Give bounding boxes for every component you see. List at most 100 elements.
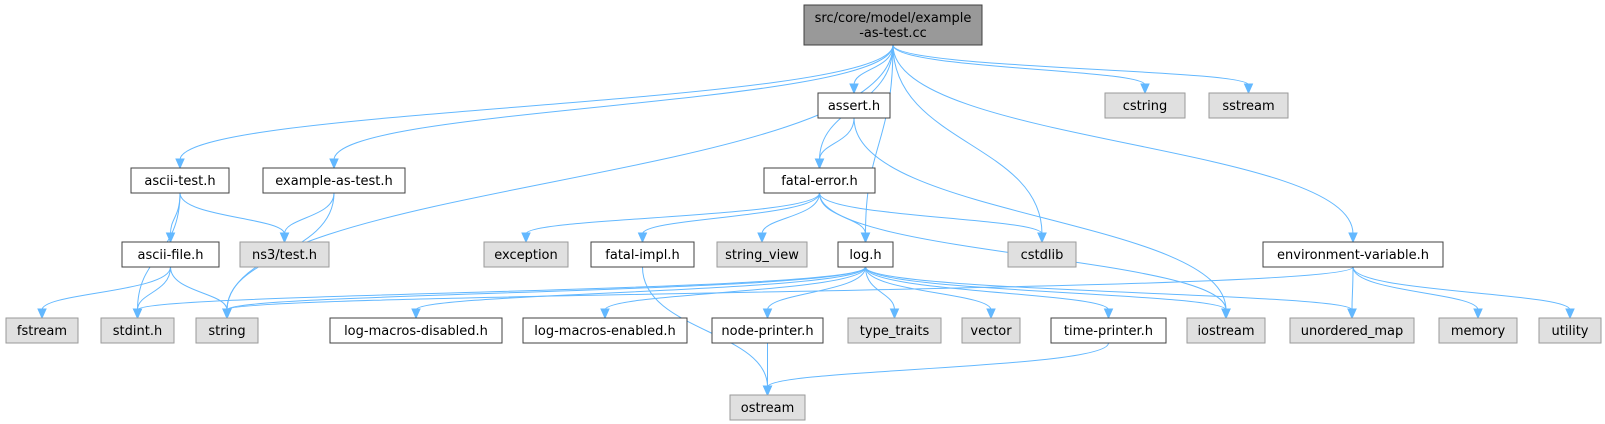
node-node-printer[interactable]: node-printer.h <box>711 317 824 344</box>
node-fatal-impl[interactable]: fatal-impl.h <box>590 241 695 268</box>
edge-fatal_error-to-log <box>819 192 866 235</box>
node-label: memory <box>1451 324 1506 339</box>
node-label: unordered_map <box>1301 324 1404 339</box>
arrowhead-assert-to-fatal_error <box>814 158 825 170</box>
node-box <box>590 241 695 268</box>
arrowhead-log-to-vector <box>986 308 996 320</box>
edge-log-to-log_macros_enabled <box>604 266 866 311</box>
node-label: iostream <box>1197 324 1254 339</box>
node-box <box>130 167 230 194</box>
edge-root-to-log <box>865 44 894 235</box>
edge-log-to-vector <box>865 266 992 311</box>
node-box <box>1262 241 1444 268</box>
node-fatal-error[interactable]: fatal-error.h <box>763 167 876 194</box>
node-box <box>1186 317 1266 344</box>
arrowhead-fatal_error-to-log <box>860 232 871 244</box>
node-ascii-file[interactable]: ascii-file.h <box>121 241 220 268</box>
edge-example_as_test_h-to-ns3_test <box>284 192 335 235</box>
node-box <box>522 317 688 344</box>
edge-root-to-sstream <box>892 44 1249 86</box>
node-label: assert.h <box>828 99 880 114</box>
node-cstring: cstring <box>1104 92 1186 119</box>
node-example-as-test-h[interactable]: example-as-test.h <box>262 167 406 194</box>
node-label: string <box>208 324 245 339</box>
edge-env_var-to-utility <box>1352 266 1571 311</box>
node-box <box>817 92 891 119</box>
node-label: time-printer.h <box>1064 324 1153 339</box>
edge-assert-to-fatal_error <box>819 117 855 161</box>
arrowhead-root-to-example_as_test_h <box>329 158 339 170</box>
edge-fatal_error-to-string_view <box>761 192 820 235</box>
node-label: vector <box>970 324 1012 339</box>
node-env-var[interactable]: environment-variable.h <box>1262 241 1444 268</box>
arrowhead-fatal_error-to-exception <box>521 232 531 244</box>
node-sstream: sstream <box>1208 92 1289 119</box>
node-log-macros-enabled[interactable]: log-macros-enabled.h <box>522 317 688 344</box>
node-box <box>121 241 220 268</box>
arrowhead-time_printer-to-ostream <box>762 385 773 397</box>
edge-log-to-node_printer <box>767 266 866 311</box>
node-label: log-macros-disabled.h <box>344 324 488 339</box>
node-log[interactable]: log.h <box>837 241 894 268</box>
node-label: -as-test.cc <box>859 26 927 41</box>
node-label: utility <box>1552 324 1589 339</box>
node-label: exception <box>494 248 558 263</box>
node-box <box>100 317 175 344</box>
arrowhead-ascii_test-to-ascii_file <box>165 232 176 244</box>
node-box <box>1289 317 1415 344</box>
edge-fatal_error-to-fatal_impl <box>642 192 820 235</box>
arrowhead-log-to-stdint <box>132 308 143 320</box>
node-box <box>837 241 894 268</box>
node-string-view: string_view <box>716 241 808 268</box>
edge-fatal_error-to-cstdlib <box>819 192 1043 235</box>
arrowhead-env_var-to-utility <box>1565 308 1575 320</box>
node-label: string_view <box>725 248 799 263</box>
edge-ascii_file-to-fstream <box>41 266 171 311</box>
node-box <box>239 241 330 268</box>
node-assert[interactable]: assert.h <box>817 92 891 119</box>
node-label: fatal-impl.h <box>605 248 679 263</box>
node-box <box>711 317 824 344</box>
edge-root-to-cstdlib <box>892 44 1043 235</box>
edge-root-to-ascii_test <box>179 44 894 161</box>
node-box <box>1050 317 1167 344</box>
edge-log-to-stdint <box>137 266 866 311</box>
edge-root-to-env_var <box>892 44 1354 235</box>
arrowhead-log-to-iostream <box>1221 308 1231 320</box>
node-box <box>329 317 503 344</box>
node-log-macros-disabled[interactable]: log-macros-disabled.h <box>329 317 503 344</box>
node-label: example-as-test.h <box>275 174 392 189</box>
node-label: ascii-test.h <box>144 174 215 189</box>
node-fstream: fstream <box>5 317 79 344</box>
node-root[interactable]: src/core/model/example-as-test.cc <box>803 4 983 46</box>
edge-root-to-assert <box>853 44 894 86</box>
edge-env_var-to-memory <box>1352 266 1479 311</box>
node-label: fstream <box>17 324 67 339</box>
node-label: ostream <box>741 401 795 416</box>
node-time-printer[interactable]: time-printer.h <box>1050 317 1167 344</box>
node-string: string <box>195 317 259 344</box>
node-label: sstream <box>1222 99 1274 114</box>
node-ascii-test[interactable]: ascii-test.h <box>130 167 230 194</box>
arrowhead-root-to-env_var <box>1348 232 1358 244</box>
arrowhead-log-to-log_macros_enabled <box>600 308 610 320</box>
node-vector: vector <box>961 317 1021 344</box>
node-box <box>763 167 876 194</box>
arrowhead-log-to-type_traits <box>889 308 900 320</box>
node-label: cstring <box>1123 99 1167 114</box>
arrowhead-env_var-to-string <box>222 308 232 320</box>
edge-env_var-to-string <box>226 266 1354 311</box>
edge-root-to-cstring <box>892 44 1146 86</box>
node-memory: memory <box>1438 317 1518 344</box>
edge-time_printer-to-ostream <box>767 342 1109 388</box>
arrowhead-root-to-cstring <box>1140 83 1150 95</box>
node-iostream: iostream <box>1186 317 1266 344</box>
arrowhead-root-to-assert <box>849 83 859 95</box>
arrowhead-fatal_error-to-cstdlib <box>1037 232 1047 244</box>
edges-layer <box>37 44 1575 397</box>
node-label: stdint.h <box>113 324 162 339</box>
edge-log-to-log_macros_disabled <box>415 266 866 311</box>
node-box <box>483 241 569 268</box>
node-cstdlib: cstdlib <box>1007 241 1077 268</box>
